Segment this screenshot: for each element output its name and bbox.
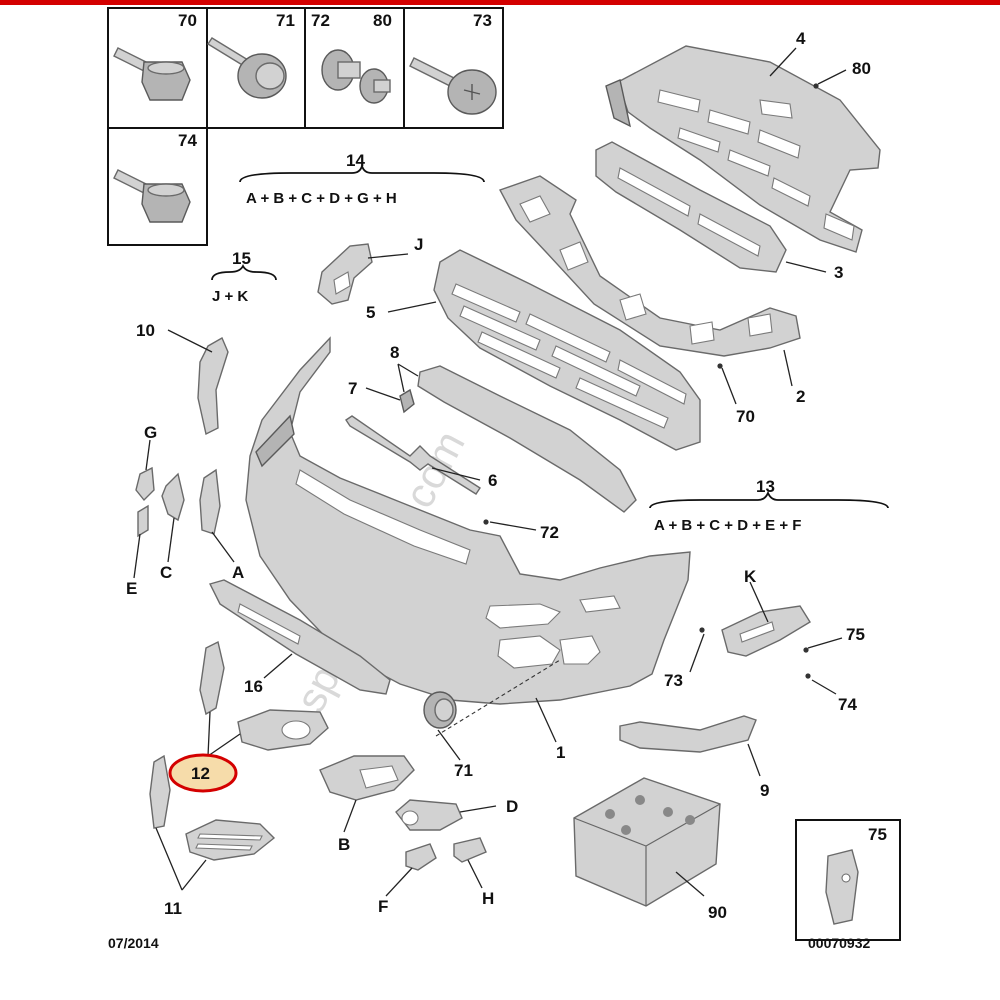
kit-15-number: 15 (232, 249, 251, 268)
callout-B: B (338, 835, 350, 854)
push-clip-72-icon (321, 49, 361, 91)
bracket-C (161, 472, 185, 522)
callout-16: 16 (244, 677, 263, 696)
fastener-dot-72 (483, 519, 489, 525)
callout-3: 3 (834, 263, 843, 282)
clip-8 (399, 388, 415, 414)
fastener-label-73: 73 (473, 11, 492, 30)
callout-72: 72 (540, 523, 559, 542)
callout-G: G (144, 423, 157, 442)
callout-7: 7 (348, 379, 357, 398)
callout-J: J (414, 235, 423, 254)
side-bracket-11 (149, 754, 171, 829)
callout-1: 1 (556, 743, 565, 762)
fastener-label-72: 72 (311, 11, 330, 30)
fastener-dot-70 (717, 363, 723, 369)
callout-C: C (160, 563, 172, 582)
lower-beam-16 (208, 579, 391, 695)
callout-73: 73 (664, 671, 683, 690)
fastener-dot-80 (813, 83, 819, 89)
kit-14: 14 A + B + C + D + G + H (239, 151, 485, 207)
callout-75: 75 (846, 625, 865, 644)
callout-70: 70 (736, 407, 755, 426)
impact-beam-2 (498, 175, 801, 357)
corner-box-label: 75 (868, 825, 887, 844)
fastener-label-71: 71 (276, 11, 295, 30)
chevron-trim-6 (345, 415, 481, 495)
fastener-table: 70 71 72 80 73 74 (107, 7, 504, 246)
callout-A: A (232, 563, 244, 582)
callout-71: 71 (454, 761, 473, 780)
chrome-trim-9 (619, 715, 757, 753)
kit-14-number: 14 (346, 151, 365, 170)
highlighted-callout-label: 12 (191, 764, 210, 783)
leader-lines (133, 47, 847, 897)
callout-8: 8 (390, 343, 399, 362)
lower-grille-11 (185, 819, 276, 861)
flange-bolt-74-icon (113, 169, 191, 223)
callout-E: E (126, 579, 137, 598)
callout-4: 4 (796, 29, 806, 48)
main-grille-5 (433, 249, 701, 451)
fog-lamp-71 (423, 691, 457, 729)
fastener-label-74: 74 (178, 131, 197, 150)
kit-13-number: 13 (756, 477, 775, 496)
fastener-dot-74 (805, 673, 811, 679)
callout-80: 80 (852, 59, 871, 78)
chrome-strip-7 (417, 365, 637, 513)
bumper-cover-1 (245, 336, 691, 705)
flange-bolt-70-icon (113, 47, 191, 101)
kit-15-formula: J + K (212, 288, 248, 305)
callout-90: 90 (708, 903, 727, 922)
trim-strip-10 (197, 337, 229, 436)
callout-D: D (506, 797, 518, 816)
callout-10: 10 (136, 321, 155, 340)
highlight-ring (168, 753, 238, 793)
callout-74: 74 (838, 695, 857, 714)
bracket-A (199, 468, 221, 535)
side-bracket-12 (199, 640, 225, 716)
bezel-D (395, 799, 463, 831)
push-clip-80-icon (359, 68, 391, 104)
corner-box-75: 75 (795, 819, 901, 941)
callout-labels: 4 80 J 3 5 10 8 7 70 2 G 6 72 E C A K 75… (126, 29, 871, 922)
bracket-K (721, 605, 811, 657)
fastener-kit-box-90 (573, 777, 721, 907)
bracket-J (317, 243, 373, 305)
callout-2: 2 (796, 387, 805, 406)
kit-13: 13 A + B + C + D + E + F (649, 477, 889, 534)
fog-lamp-bezel-12 (237, 709, 329, 751)
callout-H: H (482, 889, 494, 908)
callout-K: K (744, 567, 757, 586)
tapping-screw-71-icon (207, 37, 287, 99)
cover-H (453, 837, 487, 863)
bracket-G (135, 466, 155, 502)
callout-9: 9 (760, 781, 769, 800)
callout-6: 6 (488, 471, 497, 490)
kit-15: 15 J + K (211, 249, 277, 305)
kit-13-formula: A + B + C + D + E + F (654, 517, 801, 534)
fastener-dot-73 (699, 627, 705, 633)
pan-screw-73-icon (409, 57, 497, 115)
grille-support-4 (605, 45, 881, 253)
fastener-dot-75 (803, 647, 809, 653)
bracket-E (137, 504, 149, 538)
top-accent-bar (0, 0, 1000, 5)
highlighted-callout-12: 12 (168, 753, 238, 793)
kit-14-formula: A + B + C + D + G + H (246, 190, 397, 207)
doc-number: 00070932 (808, 935, 871, 951)
bezel-B (319, 755, 415, 801)
callout-5: 5 (366, 303, 375, 322)
cover-F (405, 843, 437, 871)
callout-11: 11 (164, 899, 182, 918)
absorber-3 (595, 141, 787, 273)
fastener-label-80: 80 (373, 11, 392, 30)
callout-F: F (378, 897, 388, 916)
fastener-label-70: 70 (178, 11, 197, 30)
date-code: 07/2014 (108, 935, 159, 951)
